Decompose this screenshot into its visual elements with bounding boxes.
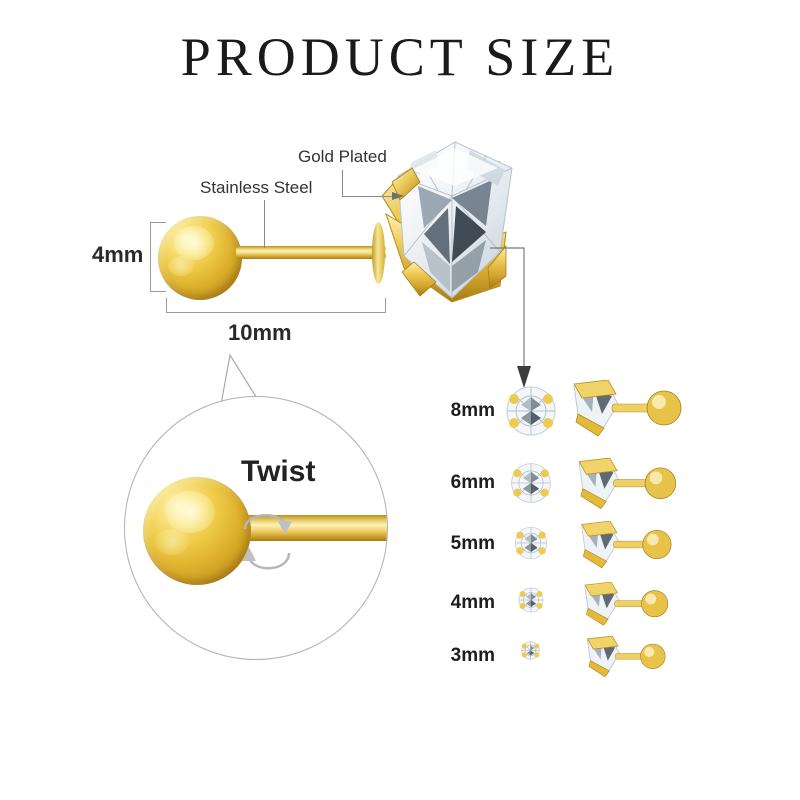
size-row-label: 3mm (450, 645, 495, 666)
bracket-10mm-tick-left (166, 298, 167, 313)
label-gold-plated: Gold Plated (298, 147, 387, 166)
label-stainless-steel: Stainless Steel (200, 178, 313, 197)
size-row-label: 5mm (450, 533, 495, 554)
size-row-stud-side (584, 582, 669, 626)
size-row-label: 8mm (450, 400, 495, 421)
product-gold-ball (158, 216, 242, 300)
twist-post (237, 515, 387, 541)
size-row-stud-side (586, 636, 666, 678)
bracket-10mm-horizontal (166, 312, 386, 313)
twist-magnifier-circle: Twist (124, 396, 388, 660)
size-row-stone-front (521, 641, 540, 660)
twist-ball-highlight (165, 491, 215, 533)
size-row-stud-side (581, 521, 672, 569)
leader-gold-plated-vertical (342, 170, 343, 197)
size-row-label: 4mm (450, 592, 495, 613)
size-row-stone-front (514, 526, 548, 560)
twist-ball-highlight-secondary (155, 529, 189, 555)
bracket-4mm-tick-top (150, 222, 166, 223)
twist-label: Twist (241, 455, 316, 488)
page-title: PRODUCT SIZE (180, 27, 620, 87)
twist-rotation-arrows (242, 514, 292, 570)
twist-gold-ball (143, 477, 251, 585)
size-row-stud-side (573, 380, 682, 437)
post-disc (372, 222, 385, 284)
bracket-10mm-tick-right (385, 298, 386, 313)
size-row-stud-side (578, 458, 677, 510)
ball-highlight (174, 226, 214, 260)
size-row-stone-front (511, 463, 551, 503)
dimension-label-4mm: 4mm (92, 242, 144, 267)
size-row-stone-front (518, 587, 544, 613)
size-row-stone-front (506, 386, 556, 436)
ball-highlight-secondary (168, 256, 194, 276)
leader-gold-plated-horizontal (342, 196, 398, 197)
bracket-4mm-vertical (150, 222, 151, 292)
bracket-4mm-tick-bottom (150, 291, 166, 292)
dimension-label-10mm: 10mm (228, 320, 292, 345)
leader-stainless-steel-vertical (264, 200, 265, 248)
steel-post (236, 246, 386, 259)
size-row-label: 6mm (450, 472, 495, 493)
